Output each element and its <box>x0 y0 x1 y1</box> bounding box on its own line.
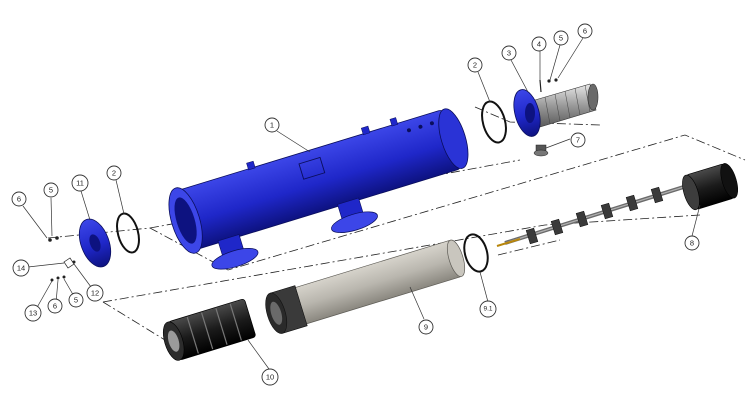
filter-element <box>265 239 466 334</box>
svg-text:11: 11 <box>76 179 84 188</box>
callout-9-1: 9.1 <box>479 300 497 318</box>
right-end-cover <box>513 83 599 137</box>
callout-6-left-bottom: 6 <box>47 298 63 314</box>
svg-text:8: 8 <box>690 239 694 248</box>
fasteners-left <box>48 236 76 282</box>
svg-text:1: 1 <box>270 121 274 130</box>
callout-5-left-bottom: 5 <box>68 292 84 308</box>
svg-text:5: 5 <box>559 34 563 43</box>
o-ring-right <box>481 100 507 144</box>
callout-5-left-top: 5 <box>43 182 59 198</box>
svg-text:12: 12 <box>91 289 99 298</box>
leader-lines <box>22 37 701 370</box>
svg-text:4: 4 <box>537 40 541 49</box>
callout-6-left-top: 6 <box>11 191 27 207</box>
callout-7: 7 <box>570 132 586 148</box>
callout-13: 13 <box>24 304 42 322</box>
svg-text:2: 2 <box>473 61 477 70</box>
svg-text:5: 5 <box>74 296 78 305</box>
callout-9: 9 <box>418 319 434 335</box>
callout-11: 11 <box>71 174 89 192</box>
svg-text:14: 14 <box>17 264 25 273</box>
left-end-cover <box>78 218 112 268</box>
svg-text:9: 9 <box>424 323 428 332</box>
svg-text:10: 10 <box>266 373 274 382</box>
callout-2-right: 2 <box>467 57 483 73</box>
callout-12: 12 <box>86 284 104 302</box>
callout-14: 14 <box>12 259 30 277</box>
o-ring-element <box>463 233 489 273</box>
brush-cartridge <box>162 298 256 361</box>
callout-8: 8 <box>684 235 700 251</box>
svg-text:6: 6 <box>53 302 57 311</box>
callout-1: 1 <box>264 117 280 133</box>
svg-text:2: 2 <box>112 169 116 178</box>
callout-5-top: 5 <box>553 30 569 46</box>
svg-text:6: 6 <box>17 195 21 204</box>
callout-3: 3 <box>501 45 517 61</box>
svg-text:5: 5 <box>49 186 53 195</box>
callout-4: 4 <box>531 36 547 52</box>
fasteners-top-right <box>539 78 558 93</box>
callout-10: 10 <box>261 368 279 386</box>
svg-text:9.1: 9.1 <box>483 306 492 313</box>
callout-2-left: 2 <box>106 165 122 181</box>
svg-text:7: 7 <box>576 136 580 145</box>
o-ring-left <box>116 212 140 254</box>
callout-6-top: 6 <box>577 23 593 39</box>
vent-plug <box>533 144 549 157</box>
svg-text:6: 6 <box>583 27 587 36</box>
scanner-shaft <box>496 163 739 247</box>
svg-text:13: 13 <box>29 309 37 318</box>
main-housing <box>168 108 469 270</box>
svg-text:3: 3 <box>507 49 511 58</box>
